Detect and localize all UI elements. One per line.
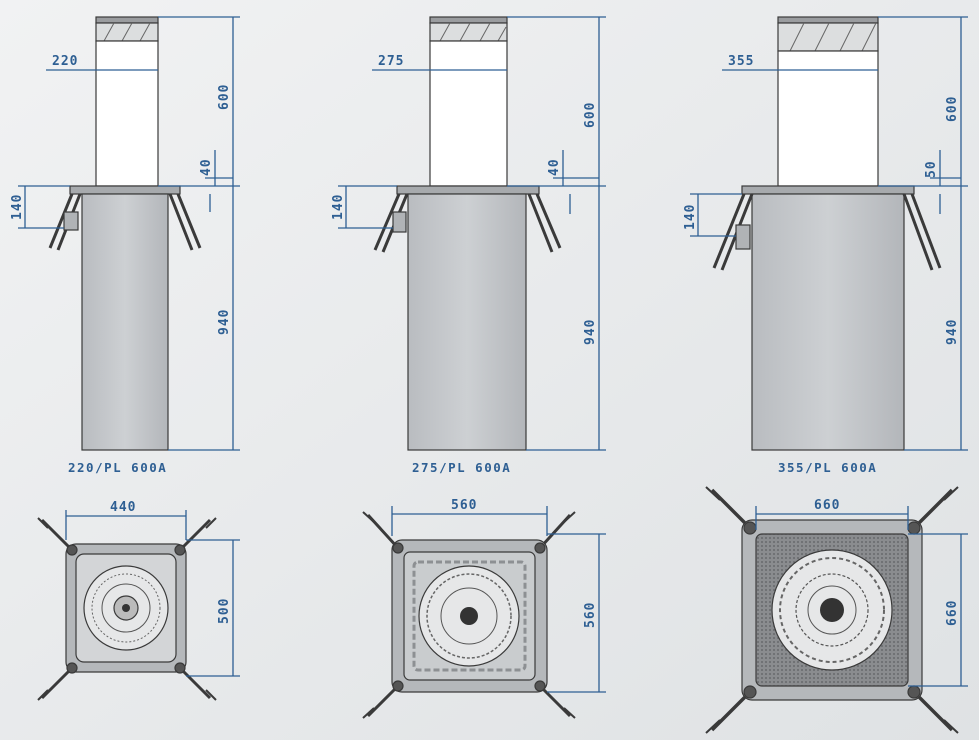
anchor-arm-right: [168, 193, 202, 251]
dim-flange-label: 140: [331, 194, 346, 220]
model-caption: 275/PL 600A: [412, 460, 511, 475]
plan-view-560: 560 560: [362, 498, 606, 719]
dim-body-label: 940: [583, 319, 598, 345]
side-box: [63, 211, 79, 231]
plan-depth-label: 500: [217, 598, 232, 624]
dim-flange-label: 140: [683, 204, 698, 230]
underground-body: [751, 193, 905, 451]
bollard-cylinder: [429, 40, 508, 187]
anchor-arm-right: [902, 193, 942, 271]
model-caption: 355/PL 600A: [778, 460, 877, 475]
plan-width-label: 560: [451, 498, 477, 513]
bollard-cylinder: [95, 40, 159, 187]
underground-body: [81, 193, 169, 451]
plan-depth-label: 660: [945, 600, 960, 626]
plan-view-660: 660 660: [705, 486, 968, 734]
dim-body-label: 940: [945, 319, 960, 345]
plan-width-label: 660: [814, 498, 840, 513]
flange-plate: [741, 185, 915, 195]
band-hatch: [103, 22, 151, 42]
reflective-band: [777, 22, 879, 52]
dim-diameter-label: 220: [52, 54, 78, 69]
anchor-arm-right: [527, 193, 562, 253]
dim-flange-label: 140: [10, 194, 25, 220]
bollard-cylinder: [777, 50, 879, 187]
flange-plate: [396, 185, 540, 195]
dim-diameter-label: 355: [728, 54, 754, 69]
dim-body-label: 940: [217, 309, 232, 335]
dim-cap-label: 40: [199, 158, 214, 176]
dim-cap-label: 40: [547, 158, 562, 176]
dim-height-label: 600: [217, 84, 232, 110]
model-caption: 220/PL 600A: [68, 460, 167, 475]
underground-body: [407, 193, 527, 451]
dim-diameter-label: 275: [378, 54, 404, 69]
elevation-view-220: 220 600 40 940 140: [10, 16, 240, 451]
plan-depth-label: 560: [583, 602, 598, 628]
elevation-view-355: 355 600 50 940 140: [683, 16, 968, 451]
plan-width-label: 440: [110, 500, 136, 515]
elevation-view-275: 275 600 40 940 140: [331, 16, 606, 451]
dim-cap-label: 50: [924, 160, 939, 178]
dim-height-label: 600: [945, 96, 960, 122]
flange-plate: [69, 185, 181, 195]
dim-height-label: 600: [583, 102, 598, 128]
bollard-top-cap: [95, 16, 159, 24]
plan-view-440: 440 500: [37, 500, 240, 701]
